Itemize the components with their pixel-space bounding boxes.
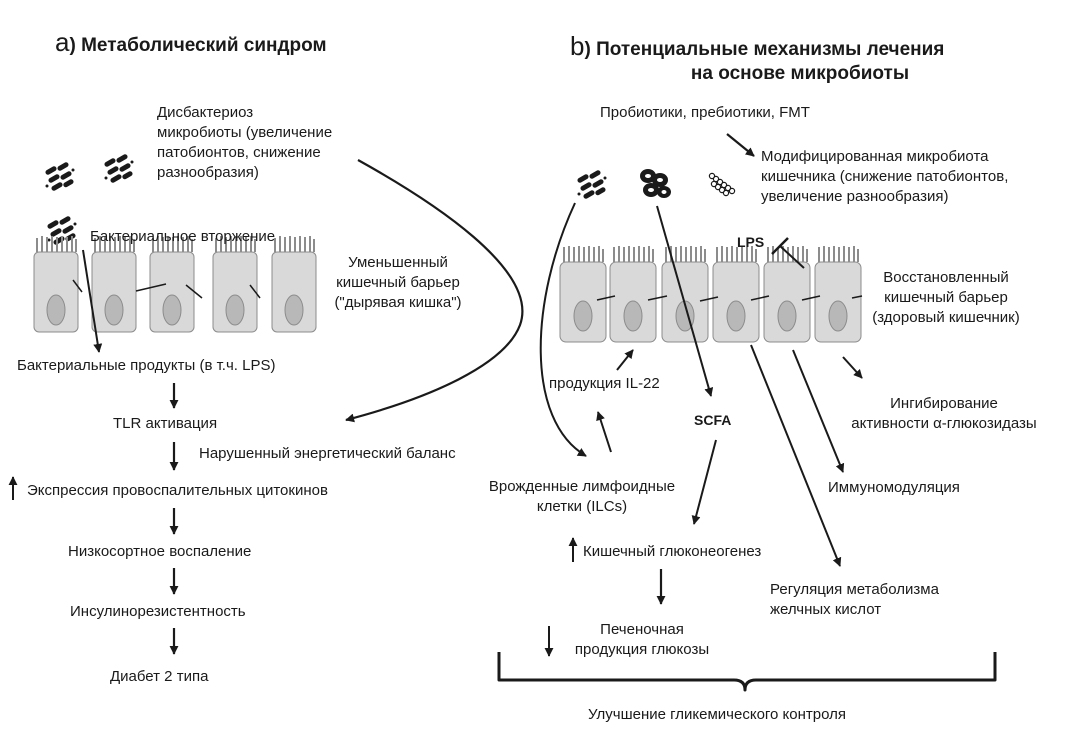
immunomodulation-label: Иммуномодуляция	[828, 479, 960, 496]
scfa-label: SCFA	[694, 412, 732, 428]
panel-a-heading: a) Метаболический синдром	[55, 27, 327, 58]
tlr-activation-label: TLR активация	[113, 415, 218, 432]
hepatic-glucose-text: Печеночная продукция глюкозы	[552, 620, 732, 660]
reduced-barrier-line-1: Уменьшенный	[348, 254, 448, 271]
bile-acids-text: Регуляция метаболизма желчных кислот	[770, 580, 939, 620]
dysbiosis-line-3: патобионтов, снижение	[157, 144, 321, 161]
panel-b-title-line-2: на основе микробиоты	[690, 63, 910, 84]
dysbiosis-line-4: разнообразия)	[157, 164, 259, 181]
insulin-resistance-label: Инсулинорезистентность	[70, 603, 246, 620]
reduced-barrier-line-2: кишечный барьер	[336, 274, 460, 291]
glucosidase-text: Ингибирование активности α-глюкозидазы	[833, 394, 1055, 434]
modified-line-3: увеличение разнообразия)	[761, 188, 949, 205]
bacterial-products-label: Бактериальные продукты (в т.ч. LPS)	[17, 357, 276, 374]
restored-line-1: Восстановленный	[883, 269, 1009, 286]
ilc-line-2: клетки (ILCs)	[536, 498, 628, 515]
panel-a-paren: )	[69, 35, 76, 56]
reduced-barrier-line-3: ("дырявая кишка")	[334, 294, 462, 311]
gluconeogenesis-label: Кишечный глюконеогенез	[583, 543, 762, 560]
restored-line-2: кишечный барьер	[884, 289, 1008, 306]
energy-balance-label: Нарушенный энергетический баланс	[199, 445, 456, 462]
restored-barrier-text: Восстановленный кишечный барьер (здоровы…	[860, 268, 1032, 328]
glucosidase-line-2: активности α-глюкозидазы	[851, 415, 1037, 432]
dysbiosis-line-1: Дисбактериоз	[157, 104, 254, 121]
panel-a-title: Метаболический синдром	[81, 35, 327, 56]
ilc-line-1: Врожденные лимфоидные	[488, 478, 676, 495]
type-2-diabetes-label: Диабет 2 типа	[110, 668, 209, 685]
panel-b-paren: )	[584, 39, 591, 60]
therapies-label: Пробиотики, пребиотики, FMT	[600, 104, 810, 121]
hepatic-line-2: продукция глюкозы	[574, 641, 710, 658]
low-grade-inflammation-label: Низкосортное воспаление	[68, 543, 252, 560]
glucosidase-line-1: Ингибирование	[890, 395, 998, 412]
bacterial-invasion-label: Бактериальное вторжение	[90, 228, 276, 245]
glycemic-control-label: Улучшение гликемического контроля	[588, 706, 847, 723]
modified-line-2: кишечника (снижение патобионтов,	[761, 168, 1009, 185]
reduced-barrier-text: Уменьшенный кишечный барьер ("дырявая ки…	[318, 253, 478, 313]
il22-label: продукция IL-22	[549, 375, 660, 392]
round-bacteria-icon	[640, 169, 671, 198]
lps-label: LPS	[737, 234, 765, 250]
dysbiosis-text: Дисбактериоз микробиоты (увеличение пато…	[157, 103, 332, 183]
dysbiosis-line-2: микробиоты (увеличение	[157, 124, 333, 141]
panel-a-letter: a	[55, 27, 70, 57]
hepatic-line-1: Печеночная	[600, 621, 684, 638]
modified-microbiota-text: Модифицированная микробиота кишечника (с…	[761, 147, 1008, 207]
chain-bacteria-icon	[708, 172, 736, 197]
ilc-text: Врожденные лимфоидные клетки (ILCs)	[466, 477, 698, 517]
bile-line-2: желчных кислот	[770, 601, 882, 618]
panel-b-heading: b) Потенциальные механизмы лечения	[570, 31, 945, 62]
modified-line-1: Модифицированная микробиота	[761, 148, 989, 165]
bile-line-1: Регуляция метаболизма	[770, 581, 939, 598]
cytokines-label: Экспрессия провоспалительных цитокинов	[27, 482, 328, 499]
panel-b-letter: b	[570, 31, 585, 61]
restored-line-3: (здоровый кишечник)	[872, 309, 1020, 326]
panel-b-title-line-1: Потенциальные механизмы лечения	[596, 39, 945, 60]
